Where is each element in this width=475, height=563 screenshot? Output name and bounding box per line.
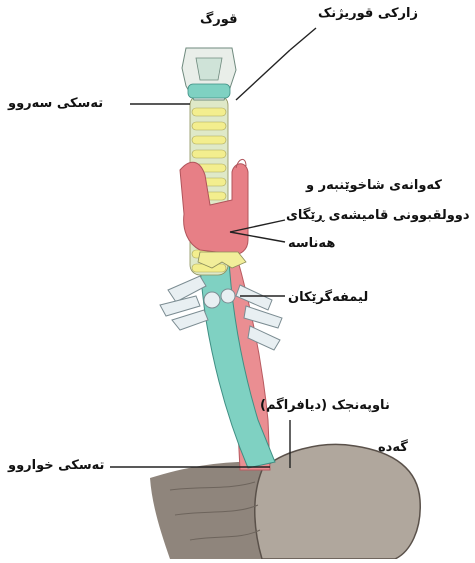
label-stomach: گەدە — [378, 440, 408, 456]
label-aortic-arch-line3: هەناسە — [288, 236, 335, 252]
label-thyroid-gland: زارکی قوریژنک — [318, 6, 418, 22]
label-lower-esophagus: تەسکی خواروو — [8, 458, 104, 474]
stomach-shape — [255, 444, 420, 559]
label-diaphragm: ناوپەنجک (دیافراگم) — [260, 398, 390, 414]
label-aortic-arch-line1: کەوانەی شاخوێنبەر و — [306, 178, 442, 194]
label-larynx: قورگ — [200, 12, 237, 28]
label-upper-esophagus: تەسکی سەروو — [8, 96, 103, 112]
label-aortic-arch-line2: دوولقبوونی قامیشەی ڕێگای — [286, 208, 470, 224]
larynx — [182, 48, 236, 100]
label-lymph-nodes: لیمفەگرێکان — [288, 290, 368, 306]
